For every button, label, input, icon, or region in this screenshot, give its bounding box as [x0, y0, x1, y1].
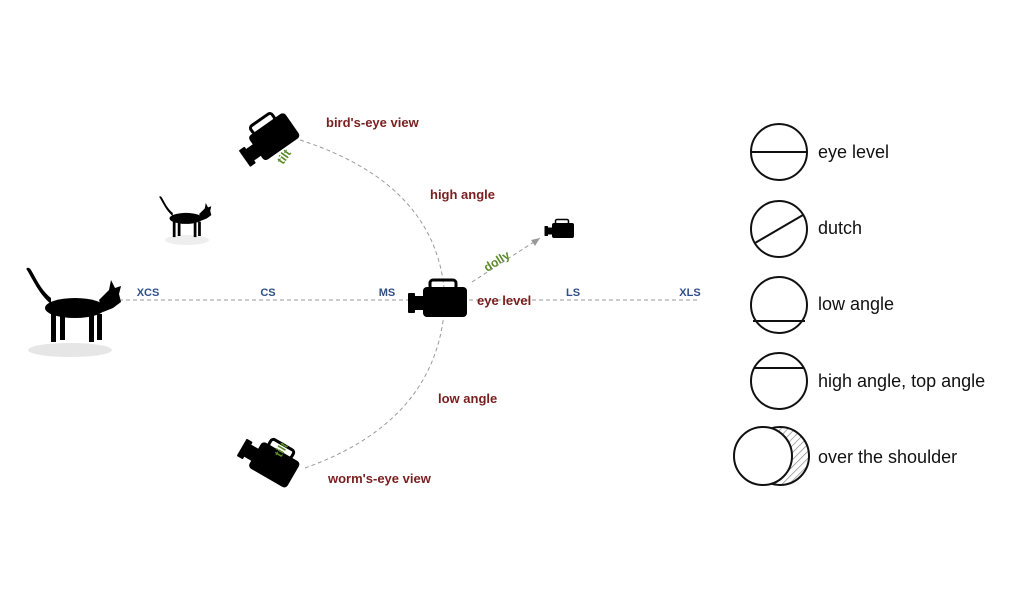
- legend-label-high-angle: high angle, top angle: [818, 371, 985, 391]
- legend-label-low-angle: low angle: [818, 294, 894, 314]
- worms-eye-camera-icon: [233, 425, 306, 491]
- low-angle-label: low angle: [438, 391, 497, 406]
- shot-xcs-label: XCS: [137, 287, 160, 299]
- birds-eye-view-label: bird's-eye view: [326, 115, 420, 130]
- legend-label-dutch: dutch: [818, 218, 862, 238]
- legend-item-over-the-shoulder: over the shoulder: [733, 426, 957, 486]
- legend-item-eye-level: eye level: [750, 123, 889, 181]
- birds-eye-camera-icon: [229, 104, 303, 172]
- legend-label-eye-level: eye level: [818, 142, 889, 162]
- dolly-arrow-icon: [531, 238, 540, 246]
- eye-level-label: eye level: [477, 293, 531, 308]
- small-cat-shadow: [165, 235, 209, 245]
- dolly-label: dolly: [481, 248, 512, 275]
- tilt-top-label: tilt: [274, 147, 294, 167]
- shot-cs-label: CS: [260, 287, 275, 299]
- eye-level-frame-icon: [750, 123, 808, 181]
- worms-eye-view-label: worm's-eye view: [327, 471, 432, 486]
- small-cat-silhouette: [159, 196, 212, 238]
- shot-ms-label: MS: [379, 287, 396, 299]
- legend-item-low-angle: low angle: [750, 276, 894, 334]
- high-angle-frame-icon: [750, 352, 808, 410]
- legend-item-high-angle: high angle, top angle: [750, 352, 985, 410]
- dolly-camera-icon: [543, 218, 575, 239]
- legend-item-dutch: dutch: [750, 200, 862, 258]
- eye-level-camera-icon: [406, 278, 469, 319]
- shot-ls-label: LS: [566, 287, 580, 299]
- legend: eye level dutch low angle high angle, to…: [733, 123, 985, 486]
- large-cat-shadow: [28, 343, 112, 357]
- low-angle-frame-icon: [750, 276, 808, 334]
- tilt-bottom-label: tilt: [271, 440, 290, 460]
- large-cat-silhouette: [26, 267, 122, 342]
- over-the-shoulder-frame-icon: [733, 426, 810, 486]
- high-angle-label: high angle: [430, 187, 495, 202]
- legend-label-over-the-shoulder: over the shoulder: [818, 447, 957, 467]
- shot-xls-label: XLS: [679, 287, 700, 299]
- dutch-frame-icon: [750, 200, 808, 258]
